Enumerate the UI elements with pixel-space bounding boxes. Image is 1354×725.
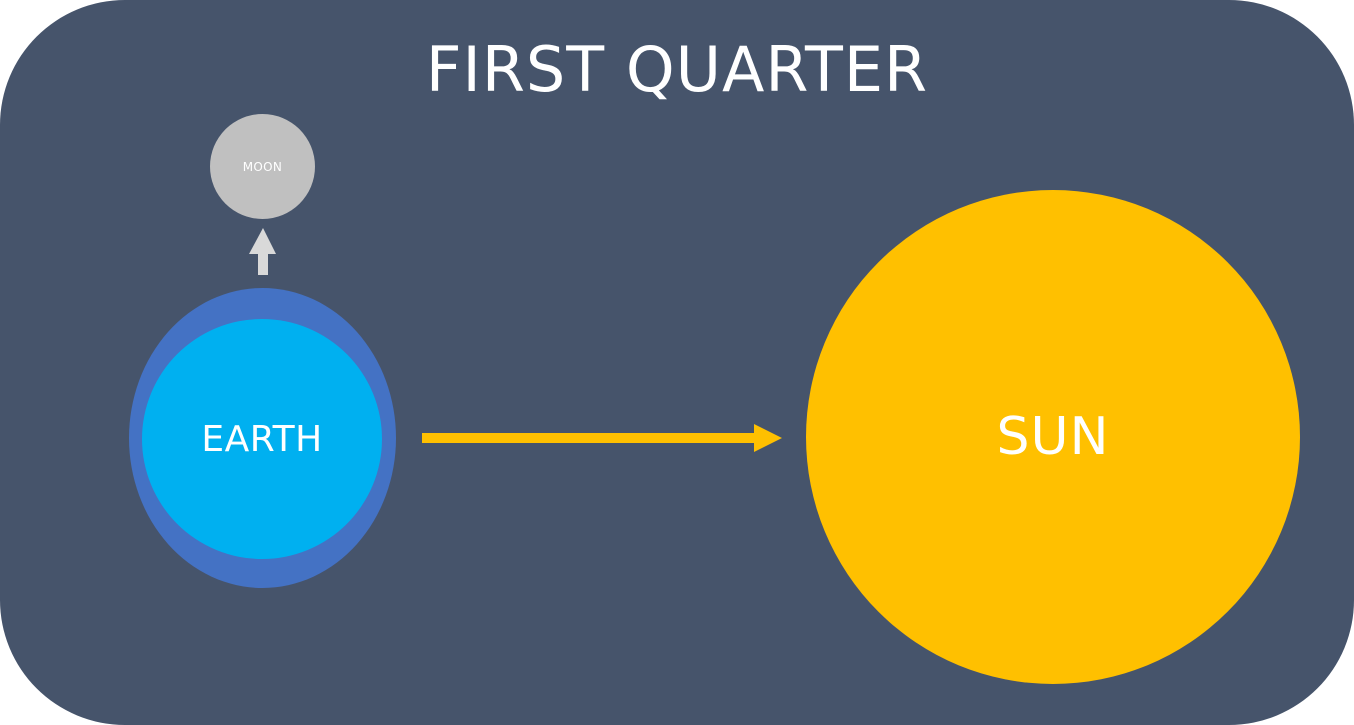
earth-label: EARTH <box>201 418 323 460</box>
moon-label: MOON <box>242 159 283 174</box>
moon-circle: MOON <box>210 114 315 219</box>
sun-label: SUN <box>996 407 1110 467</box>
sun-circle: SUN <box>806 190 1300 684</box>
diagram-title: FIRST QUARTER <box>425 33 929 106</box>
earth-circle: EARTH <box>142 319 382 559</box>
arrow-up-icon <box>249 228 276 275</box>
arrow-right-icon <box>422 424 782 452</box>
